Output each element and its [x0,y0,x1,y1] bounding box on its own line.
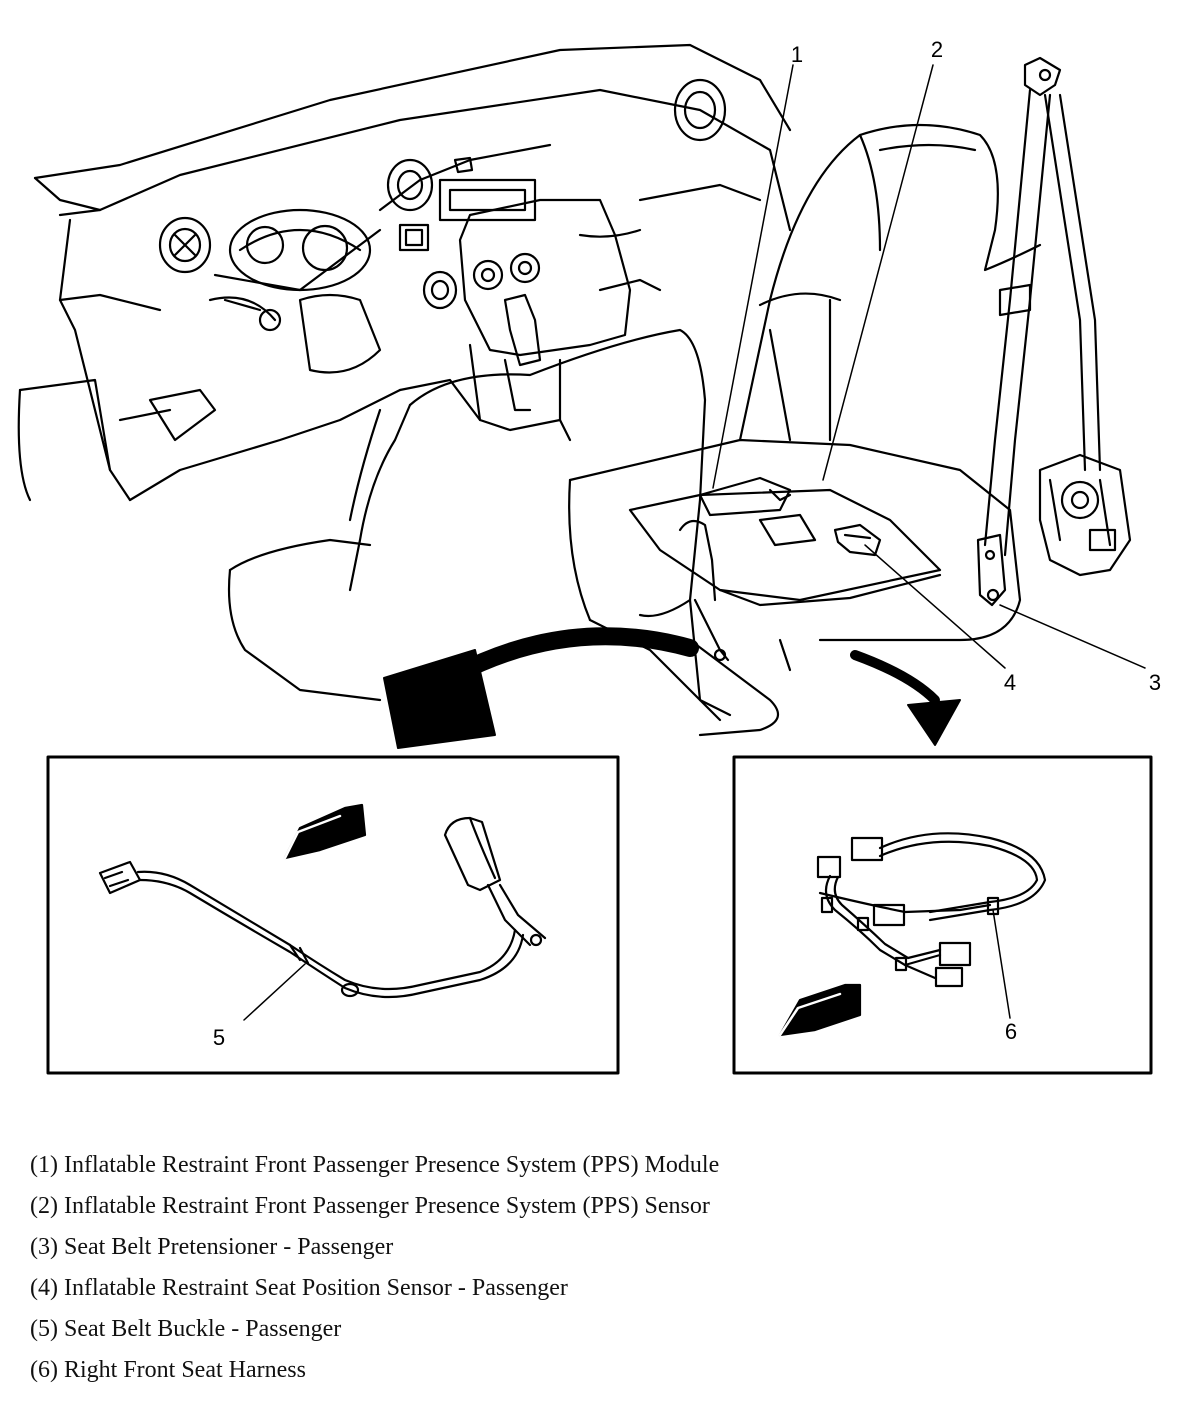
curved-arrow-left [383,627,699,749]
callout-4: 4 [1004,670,1016,695]
legend-item-pps-sensor: (2) Inflatable Restraint Front Passenger… [30,1193,710,1219]
detail-box-buckle [46,755,620,1075]
callout-2: 2 [931,37,943,62]
buckle-body [443,816,502,892]
driver-seat-illustration [227,328,780,737]
legend-item-seat-position-sensor: (4) Inflatable Restraint Seat Position S… [30,1275,568,1301]
direction-arrow-icon [778,983,862,1037]
callout-5: 5 [213,1025,225,1050]
legend-item-seat-belt-buckle: (5) Seat Belt Buckle - Passenger [30,1316,342,1342]
dashboard-illustration [17,43,792,502]
component-location-diagram: 1 2 3 4 5 6 [17,37,1161,1075]
legend-item-pps-module: (1) Inflatable Restraint Front Passenger… [30,1152,720,1178]
direction-arrow-icon [283,803,367,860]
seat-belt-illustration [976,56,1132,607]
legend-item-seat-harness: (6) Right Front Seat Harness [30,1357,306,1383]
callout-1: 1 [791,42,803,67]
detail-box-harness [732,755,1153,1075]
curved-arrow-right [850,650,961,746]
legend-item-pretensioner: (3) Seat Belt Pretensioner - Passenger [30,1234,394,1260]
callout-6: 6 [1005,1019,1017,1044]
callout-leaders [243,64,1146,1021]
callout-3: 3 [1149,670,1161,695]
legend-list: (1) Inflatable Restraint Front Passenger… [30,1153,1170,1399]
